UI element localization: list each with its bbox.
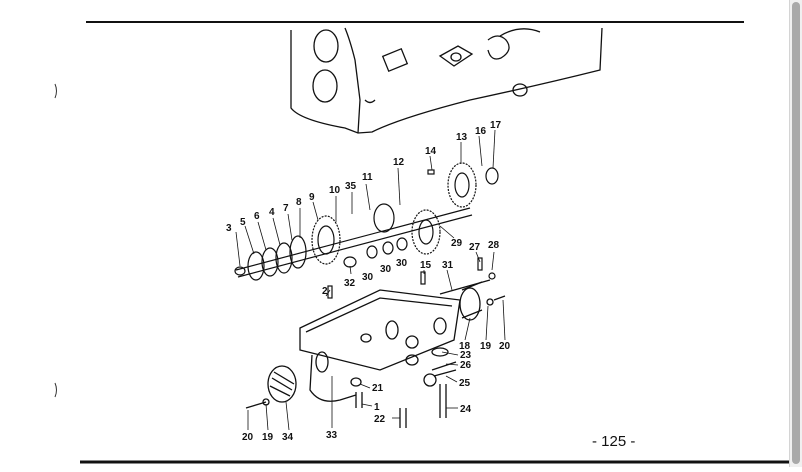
margin-mark [54, 382, 57, 398]
callout-label: 24 [460, 404, 472, 415]
document-page: 3 5 6 4 7 8 9 10 35 11 12 14 13 16 17 29… [0, 0, 789, 467]
callout-label: 11 [362, 172, 373, 183]
vertical-scrollbar[interactable] [789, 0, 802, 467]
callout-label: 34 [282, 432, 294, 443]
callout-label: 14 [425, 146, 437, 157]
callout-label: 30 [362, 272, 374, 283]
callout-label: 27 [469, 242, 481, 253]
callout-label: 3 [226, 223, 232, 234]
callout-label: 15 [420, 260, 432, 271]
callout-label: 30 [380, 264, 392, 275]
lower-casing [245, 279, 506, 428]
callout-label: 17 [490, 120, 502, 131]
callout-label: 22 [374, 414, 386, 425]
scrollbar-thumb[interactable] [792, 2, 800, 464]
callout-label: 25 [459, 378, 471, 389]
callout-label: 18 [459, 341, 471, 352]
callout-label: 26 [460, 360, 472, 371]
callout-label: 13 [456, 132, 468, 143]
callout-label: 19 [262, 432, 274, 443]
callout-label: 29 [451, 238, 463, 249]
callout-label: 4 [269, 207, 275, 218]
callout-label: 6 [254, 211, 260, 222]
leader-lines [235, 129, 506, 431]
callout-label: 23 [460, 350, 472, 361]
callout-label: 16 [475, 126, 487, 137]
callout-label: 8 [296, 197, 302, 208]
callout-label: 2 [322, 286, 328, 297]
callout-label: 9 [309, 192, 315, 203]
callout-label: 5 [240, 217, 246, 228]
callout-label: 28 [488, 240, 500, 251]
callout-label: 20 [242, 432, 254, 443]
page-number: - 125 - [592, 433, 635, 450]
callout-label: 21 [372, 383, 384, 394]
callout-labels: 3 5 6 4 7 8 9 10 35 11 12 14 13 16 17 29… [226, 120, 511, 443]
callout-label: 31 [442, 260, 454, 271]
callout-label: 33 [326, 430, 338, 441]
callout-label: 12 [393, 157, 405, 168]
callout-label: 32 [344, 278, 356, 289]
callout-label: 10 [329, 185, 341, 196]
callout-label: 19 [480, 341, 492, 352]
callout-label: 30 [396, 258, 408, 269]
exploded-parts-diagram: 3 5 6 4 7 8 9 10 35 11 12 14 13 16 17 29… [54, 21, 789, 464]
callout-label: 7 [283, 203, 289, 214]
engine-housing [290, 27, 603, 134]
callout-label: 20 [499, 341, 511, 352]
margin-mark [54, 83, 57, 99]
callout-label: 35 [345, 181, 357, 192]
callout-label: 1 [374, 402, 380, 413]
